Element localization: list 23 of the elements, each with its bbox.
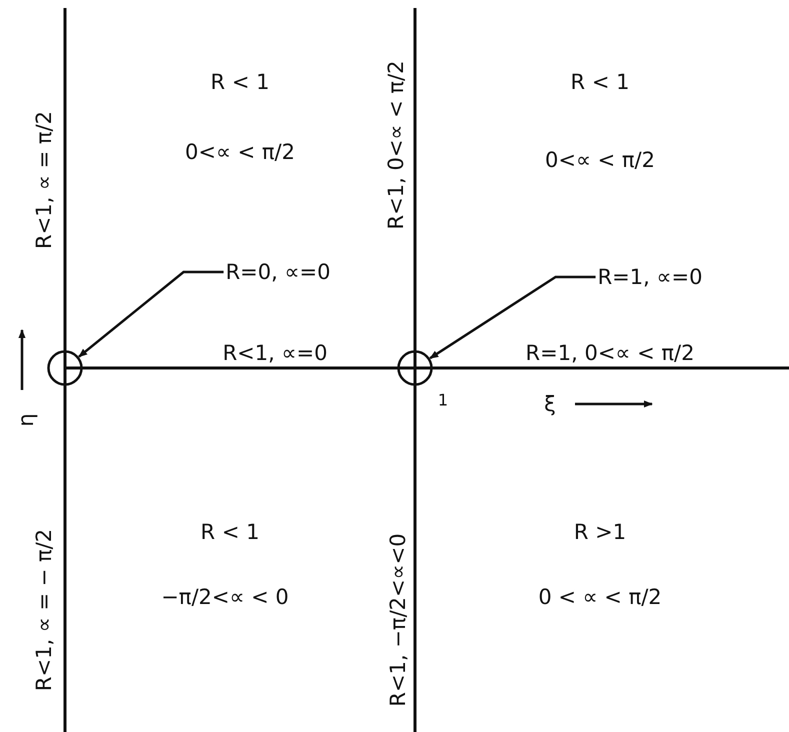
leader-line [78, 270, 224, 358]
region-label: R < 1 [200, 520, 260, 544]
leader-label: R=1, ∝=0 [598, 265, 702, 289]
boundary-label: R<1, −π/2<∝<0 [386, 533, 410, 707]
region-label: 0<∝ < π/2 [185, 140, 295, 164]
point-circle [397, 350, 433, 386]
tick-label: 1 [438, 390, 448, 410]
region-label: R >1 [574, 520, 626, 544]
region-label: R < 1 [570, 70, 630, 94]
boundary-label: R<1, 0<∝ < π/2 [384, 60, 408, 230]
axis-label: ξ [544, 392, 556, 416]
region-label: R < 1 [210, 70, 270, 94]
leader-line [429, 276, 596, 360]
region-label: 0 < ∝ < π/2 [538, 585, 662, 609]
axis-label: η [14, 413, 38, 427]
boundary-label: R<1, ∝=0 [222, 341, 328, 365]
boundary-label: R<1, ∝ = π/2 [32, 111, 56, 249]
boundary-label: R=1, 0<∝ < π/2 [526, 341, 694, 365]
boundary-label: R<1, ∝ = − π/2 [32, 528, 56, 692]
region-label: −π/2<∝ < 0 [161, 585, 289, 609]
point-circle [47, 350, 83, 386]
region-label: 0<∝ < π/2 [545, 148, 655, 172]
leader-label: R=0, ∝=0 [226, 260, 330, 284]
